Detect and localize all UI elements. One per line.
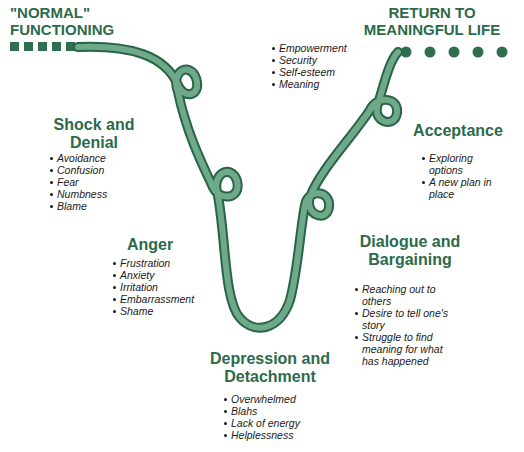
item-text: Fear xyxy=(57,176,79,188)
list-item: A new plan in place xyxy=(422,176,504,200)
bullet-dot xyxy=(50,193,53,196)
bullet-dot xyxy=(50,181,53,184)
item-text: A new plan in place xyxy=(429,176,492,200)
bullet-dot xyxy=(422,181,425,184)
list-item: Fear xyxy=(50,176,140,188)
list-item: Numbness xyxy=(50,188,140,200)
bullet-dot xyxy=(272,47,275,50)
list-item: Lack of energy xyxy=(224,417,334,429)
bullet-dot xyxy=(224,422,227,425)
list-item: Shame xyxy=(113,305,213,317)
stage-heading: Dialogue and Bargaining xyxy=(343,233,477,269)
item-text: Embarrassment xyxy=(120,293,194,305)
list-item: Avoidance xyxy=(50,152,140,164)
bullet-dot xyxy=(113,298,116,301)
ribbon-curve xyxy=(78,47,398,328)
bullet-dot xyxy=(50,169,53,172)
list-item: Helplessness xyxy=(224,429,334,441)
stage-heading: Depression and Detachment xyxy=(178,350,362,386)
item-text: Reaching out to others xyxy=(362,283,436,307)
item-text: Meaning xyxy=(279,78,319,90)
item-text: Blame xyxy=(57,200,87,212)
list-item: Reaching out to others xyxy=(355,283,451,307)
item-text: Helplessness xyxy=(231,429,293,441)
list-item: Frustration xyxy=(113,257,213,269)
item-text: Exploring options xyxy=(429,152,473,176)
bullet-dot xyxy=(224,398,227,401)
item-text: Irritation xyxy=(120,281,158,293)
bullet-dot xyxy=(224,434,227,437)
item-text: Numbness xyxy=(57,188,107,200)
item-text: Lack of energy xyxy=(231,417,300,429)
item-text: Empowerment xyxy=(279,42,347,54)
list-item: Embarrassment xyxy=(113,293,213,305)
stage-heading: "NORMAL" FUNCTIONING xyxy=(10,4,140,38)
bullet-dot xyxy=(355,312,358,315)
list-item: Irritation xyxy=(113,281,213,293)
bullet-dot xyxy=(113,262,116,265)
item-text: Frustration xyxy=(120,257,170,269)
list-item: Desire to tell one's story xyxy=(355,307,451,331)
item-text: Blahs xyxy=(231,405,257,417)
list-item: Struggle to find meaning for what has ha… xyxy=(355,331,451,367)
list-item: Self-esteem xyxy=(272,66,372,78)
item-text: Desire to tell one's story xyxy=(362,307,448,331)
item-text: Shame xyxy=(120,305,153,317)
item-text: Avoidance xyxy=(57,152,106,164)
list-item: Meaning xyxy=(272,78,372,90)
stage-heading: Anger xyxy=(118,236,182,254)
list-item: Security xyxy=(272,54,372,66)
item-text: Struggle to find meaning for what has ha… xyxy=(362,331,443,367)
bullet-dot xyxy=(113,274,116,277)
bullet-dot xyxy=(50,157,53,160)
item-text: Security xyxy=(279,54,317,66)
list-item: Empowerment xyxy=(272,42,372,54)
bullet-dot xyxy=(422,157,425,160)
bullet-dot xyxy=(272,59,275,62)
list-item: Blame xyxy=(50,200,140,212)
bullet-dot xyxy=(355,288,358,291)
stage-heading: Acceptance xyxy=(396,122,520,140)
bullet-dot xyxy=(224,410,227,413)
end-circles xyxy=(401,47,508,58)
start-squares xyxy=(10,42,75,51)
bullet-dot xyxy=(272,83,275,86)
stage-heading: Shock and Denial xyxy=(38,116,150,152)
list-item: Overwhelmed xyxy=(224,393,334,405)
stage-heading: RETURN TO MEANINGFUL LIFE xyxy=(352,4,512,38)
bullet-dot xyxy=(50,205,53,208)
list-item: Blahs xyxy=(224,405,334,417)
list-item: Anxiety xyxy=(113,269,213,281)
item-text: Anxiety xyxy=(120,269,154,281)
item-text: Confusion xyxy=(57,164,104,176)
item-text: Self-esteem xyxy=(279,66,335,78)
bullet-dot xyxy=(113,310,116,313)
bullet-dot xyxy=(272,71,275,74)
bullet-dot xyxy=(355,336,358,339)
bullet-dot xyxy=(113,286,116,289)
item-text: Overwhelmed xyxy=(231,393,296,405)
list-item: Exploring options xyxy=(422,152,504,176)
list-item: Confusion xyxy=(50,164,140,176)
